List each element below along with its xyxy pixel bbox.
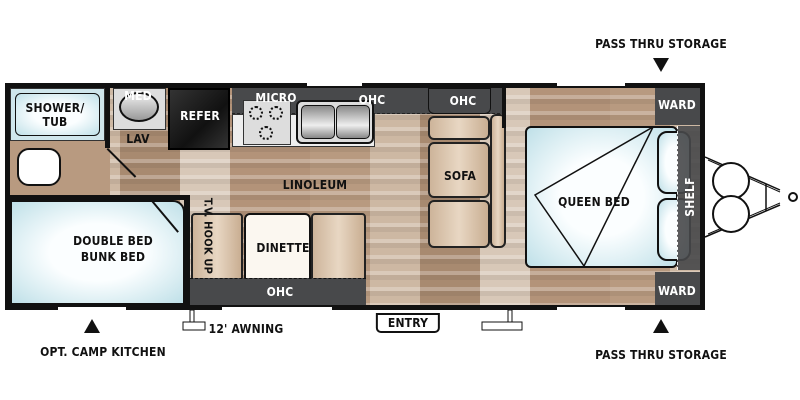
window (557, 83, 625, 86)
sofa-seat (428, 142, 490, 198)
window (58, 307, 126, 310)
arrow-up-icon (84, 319, 100, 333)
opt-camp-kitchen-label: OPT. CAMP KITCHEN (40, 345, 166, 359)
ohc-label: OHC (266, 285, 294, 299)
sofa-seat (428, 200, 490, 248)
shelf (677, 126, 700, 270)
burner-icon (259, 126, 273, 140)
burner-icon (249, 106, 263, 120)
queen-bed[interactable] (525, 126, 678, 268)
bunk-label-1: DOUBLE BED (73, 234, 153, 248)
refrigerator (168, 88, 230, 150)
ward-label: WARD (658, 98, 696, 112)
kitchen-sink (296, 100, 374, 144)
pass-thru-storage-bottom-label: PASS THRU STORAGE (595, 348, 727, 362)
bunk-label-2: BUNK BED (80, 250, 146, 264)
entry-door[interactable]: ENTRY (375, 313, 441, 333)
window (307, 83, 362, 86)
burner-icon (269, 106, 283, 120)
bunk-bed[interactable] (10, 200, 185, 305)
lavatory-sink (113, 88, 166, 130)
bath-wall (10, 195, 190, 200)
sofa-seat (428, 116, 490, 140)
micro-label: MICRO (255, 91, 297, 105)
pass-thru-storage-top-label: PASS THRU STORAGE (595, 37, 727, 51)
dinette-label: DINETTE (256, 241, 310, 255)
partition-wall (502, 88, 506, 128)
linoleum-label: LINOLEUM (282, 178, 348, 192)
bath-wall (105, 88, 110, 148)
ward-label: WARD (658, 284, 696, 298)
wardrobe-top[interactable] (655, 88, 700, 125)
arrow-up-icon (653, 319, 669, 333)
overhead-cabinet (428, 88, 491, 114)
arrow-down-icon (653, 58, 669, 72)
shower-tub (10, 88, 105, 141)
wardrobe-bottom[interactable] (655, 272, 700, 305)
toilet-icon (17, 148, 61, 186)
bunk-wall (184, 200, 190, 307)
window (222, 307, 332, 310)
lav-label: LAV (126, 132, 150, 146)
sofa-label: SOFA (443, 169, 477, 183)
queen-bed-label: QUEEN BED (558, 195, 630, 209)
ohc-label: OHC (449, 94, 477, 108)
stove (243, 100, 291, 145)
window (557, 307, 625, 310)
ohc-label: OHC (358, 93, 386, 107)
overhead-cabinet-dinette (190, 278, 366, 305)
med-label: MED (124, 89, 152, 103)
sofa-back (490, 114, 506, 248)
awning-label: 12' AWNING (208, 322, 284, 336)
refer-label: REFER (180, 109, 220, 123)
shower-tub-label: SHOWER/ TUB (25, 101, 85, 129)
